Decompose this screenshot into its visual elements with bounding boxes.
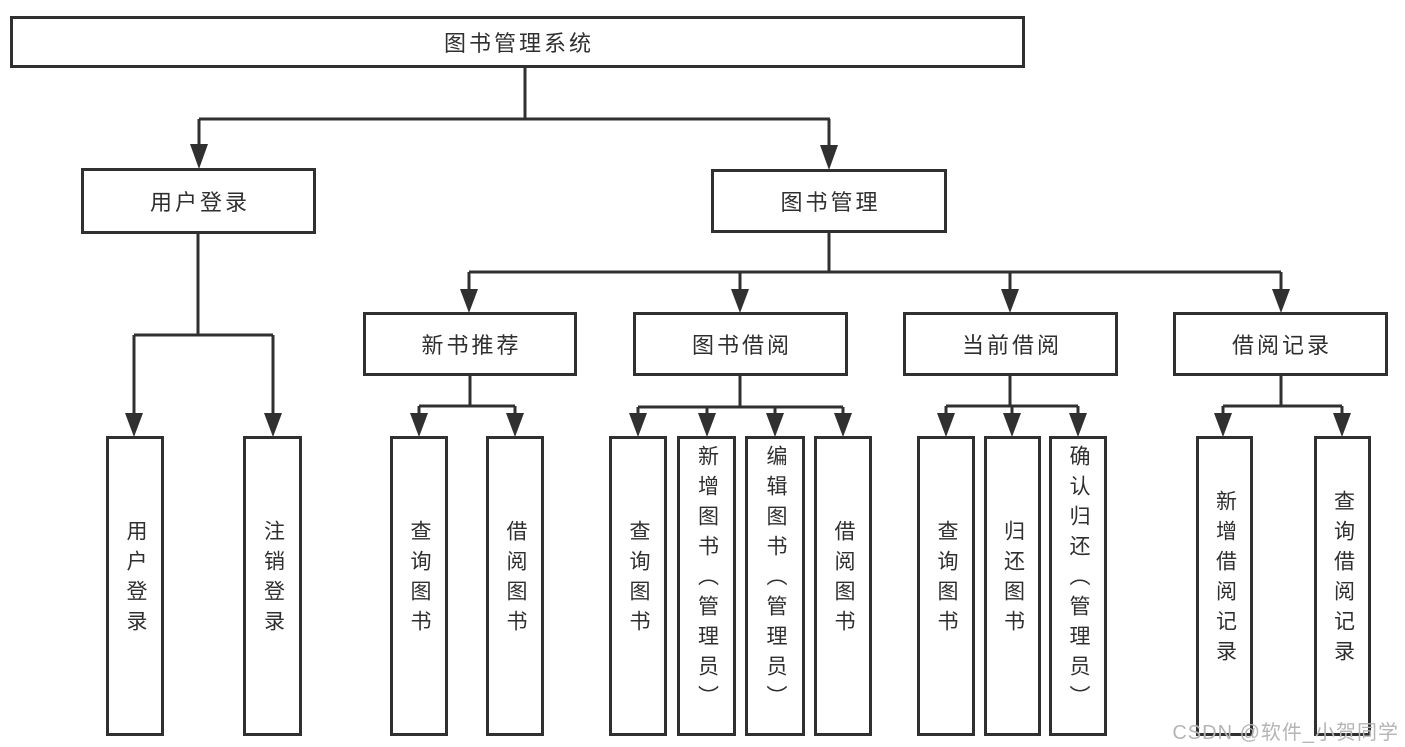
node-root: 图书管理系统 — [10, 16, 1025, 68]
leaf-add-borrow-record: 新增借阅记录 — [1196, 436, 1253, 736]
leaf-query-books-current: 查询图书 — [917, 436, 975, 736]
node-new-book-recommend: 新书推荐 — [363, 312, 577, 376]
leaf-add-book-admin: 新增图书（管理员） — [677, 436, 736, 736]
node-book-borrowing: 图书借阅 — [633, 312, 848, 376]
node-user-login: 用户登录 — [81, 168, 316, 234]
leaf-edit-book-admin: 编辑图书（管理员） — [745, 436, 805, 736]
leaf-logout-login: 注销登录 — [243, 436, 302, 736]
csdn-watermark: CSDN @软件_小贺同学 — [1172, 722, 1399, 744]
leaf-query-books-recommend: 查询图书 — [390, 436, 448, 736]
node-borrowing-records: 借阅记录 — [1173, 312, 1388, 376]
leaf-user-login: 用户登录 — [106, 436, 164, 736]
leaf-confirm-return-admin: 确认归还（管理员） — [1049, 436, 1107, 736]
node-book-management: 图书管理 — [711, 169, 947, 233]
leaf-borrow-books-recommend: 借阅图书 — [486, 436, 544, 736]
leaf-query-borrow-record: 查询借阅记录 — [1314, 436, 1371, 736]
leaf-return-books: 归还图书 — [984, 436, 1041, 736]
leaf-borrow-books-borrowing: 借阅图书 — [814, 436, 872, 736]
leaf-query-books-borrowing: 查询图书 — [609, 436, 667, 736]
node-current-borrowing: 当前借阅 — [903, 312, 1118, 376]
